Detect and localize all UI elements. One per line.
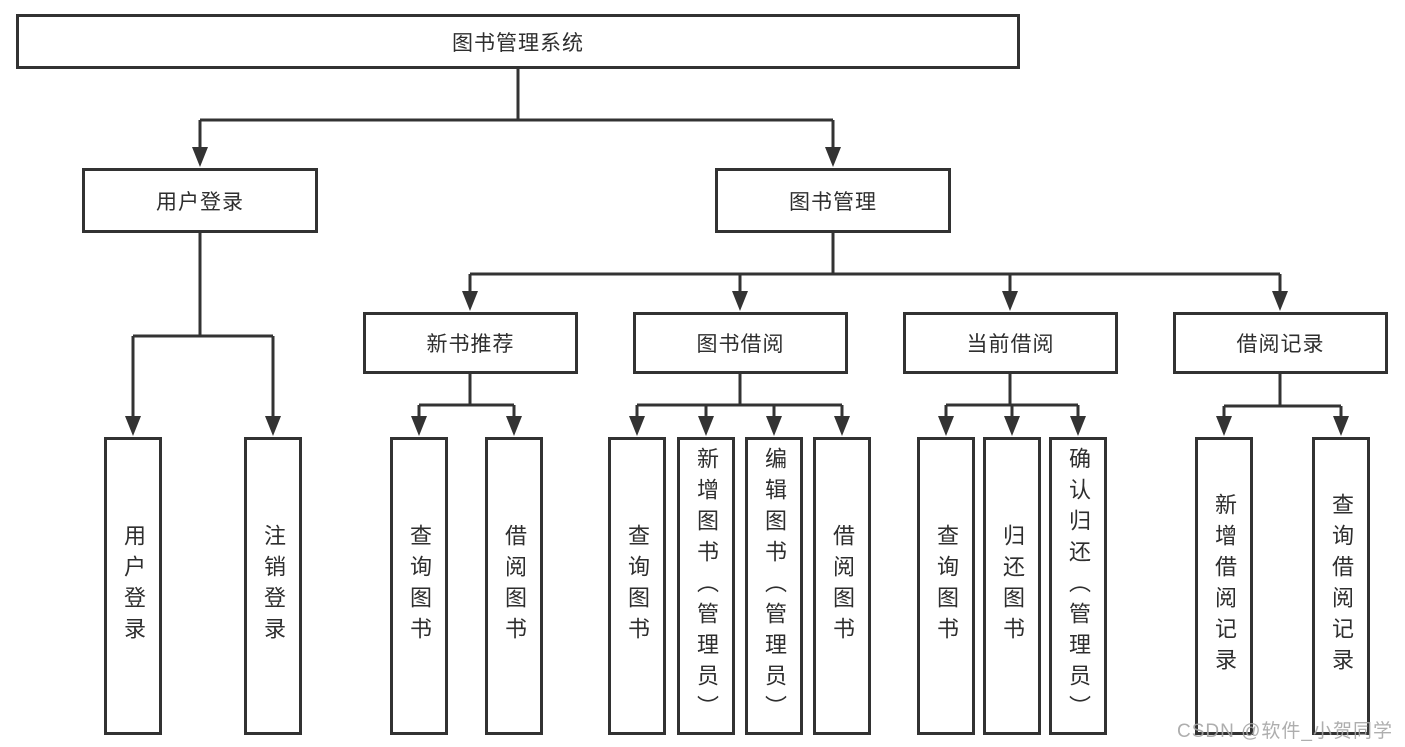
leaf-label: 注销登录 bbox=[261, 524, 286, 648]
node-book-management: 图书管理 bbox=[715, 168, 951, 233]
node-book-borrowing: 图书借阅 bbox=[633, 312, 848, 374]
leaf-records-add-borrow-record: 新增借阅记录 bbox=[1195, 437, 1253, 735]
node-label: 图书管理 bbox=[789, 190, 877, 214]
node-new-book-recommendation: 新书推荐 bbox=[363, 312, 578, 374]
node-borrowing-records: 借阅记录 bbox=[1173, 312, 1388, 374]
leaf-borrowing-borrow-books: 借阅图书 bbox=[813, 437, 871, 735]
leaf-recommend-query-books: 查询图书 bbox=[390, 437, 448, 735]
node-label: 图书管理系统 bbox=[452, 31, 584, 55]
leaf-current-query-books: 查询图书 bbox=[917, 437, 975, 735]
leaf-label: 归还图书 bbox=[1000, 524, 1025, 648]
leaf-label: 查询图书 bbox=[625, 524, 650, 648]
node-user-login: 用户登录 bbox=[82, 168, 318, 233]
leaf-label: 借阅图书 bbox=[502, 524, 527, 648]
leaf-label: 借阅图书 bbox=[830, 524, 855, 648]
leaf-current-return-books: 归还图书 bbox=[983, 437, 1041, 735]
node-label: 新书推荐 bbox=[426, 333, 515, 356]
arrowheads bbox=[125, 147, 1349, 436]
leaf-borrowing-add-books-admin: 新增图书（管理员） bbox=[677, 437, 735, 735]
leaf-logout-login: 注销登录 bbox=[244, 437, 302, 735]
node-label: 图书借阅 bbox=[696, 333, 785, 356]
node-library-management-system: 图书管理系统 bbox=[16, 14, 1020, 69]
leaf-label: 查询图书 bbox=[407, 524, 432, 648]
leaf-label: 确认归还（管理员） bbox=[1066, 446, 1091, 726]
leaf-label: 查询图书 bbox=[934, 524, 959, 648]
leaf-borrowing-edit-books-admin: 编辑图书（管理员） bbox=[745, 437, 803, 735]
leaf-label: 新增图书（管理员） bbox=[694, 446, 719, 726]
node-label: 用户登录 bbox=[156, 190, 244, 214]
leaf-label: 新增借阅记录 bbox=[1212, 493, 1237, 679]
leaf-label: 用户登录 bbox=[121, 524, 146, 648]
leaf-borrowing-query-books: 查询图书 bbox=[608, 437, 666, 735]
leaf-label: 查询借阅记录 bbox=[1329, 493, 1354, 679]
connector-path bbox=[131, 69, 1343, 419]
leaf-label: 编辑图书（管理员） bbox=[762, 446, 787, 726]
leaf-user-login: 用户登录 bbox=[104, 437, 162, 735]
node-label: 借阅记录 bbox=[1236, 333, 1325, 356]
leaf-recommend-borrow-books: 借阅图书 bbox=[485, 437, 543, 735]
leaf-records-query-borrow-record: 查询借阅记录 bbox=[1312, 437, 1370, 735]
node-current-borrowing: 当前借阅 bbox=[903, 312, 1118, 374]
node-label: 当前借阅 bbox=[966, 333, 1055, 356]
leaf-current-confirm-return-admin: 确认归还（管理员） bbox=[1049, 437, 1107, 735]
